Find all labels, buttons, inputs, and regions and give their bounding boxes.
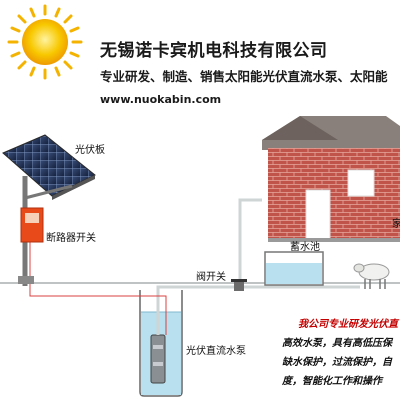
power-cable: [29, 242, 167, 335]
label-storage-pool: 蓄水池: [290, 242, 320, 253]
breaker-box-icon: [20, 207, 44, 243]
company-name: 无锡诺卡宾机电科技有限公司: [100, 41, 328, 61]
description-line-1: 我公司专业研发光伏直: [298, 319, 398, 330]
pump-icon: [150, 334, 166, 384]
description-line-4: 度，智能化工作和操作: [282, 376, 382, 387]
label-dc-pump: 光伏直流水泵: [186, 346, 246, 357]
label-solar-panel: 光伏板: [75, 145, 105, 156]
valve-icon: [231, 279, 247, 291]
label-breaker-switch: 断路器开关: [46, 233, 96, 244]
solar-panel-icon: [2, 134, 96, 286]
house-icon: [262, 116, 400, 242]
description-line-3: 缺水保护，过流保护，自: [282, 357, 392, 368]
label-house: 家: [392, 219, 400, 230]
description-line-2: 高效水泵，具有高低压保: [282, 338, 392, 349]
sun-icon: [7, 4, 83, 80]
label-valve-switch: 阀开关: [196, 272, 226, 283]
company-tagline: 专业研发、制造、销售太阳能光伏直流水泵、太阳能: [100, 69, 388, 84]
sheep-icon: [353, 263, 390, 289]
storage-tank-icon: [264, 251, 324, 286]
company-website: www.nuokabin.com: [100, 93, 222, 106]
